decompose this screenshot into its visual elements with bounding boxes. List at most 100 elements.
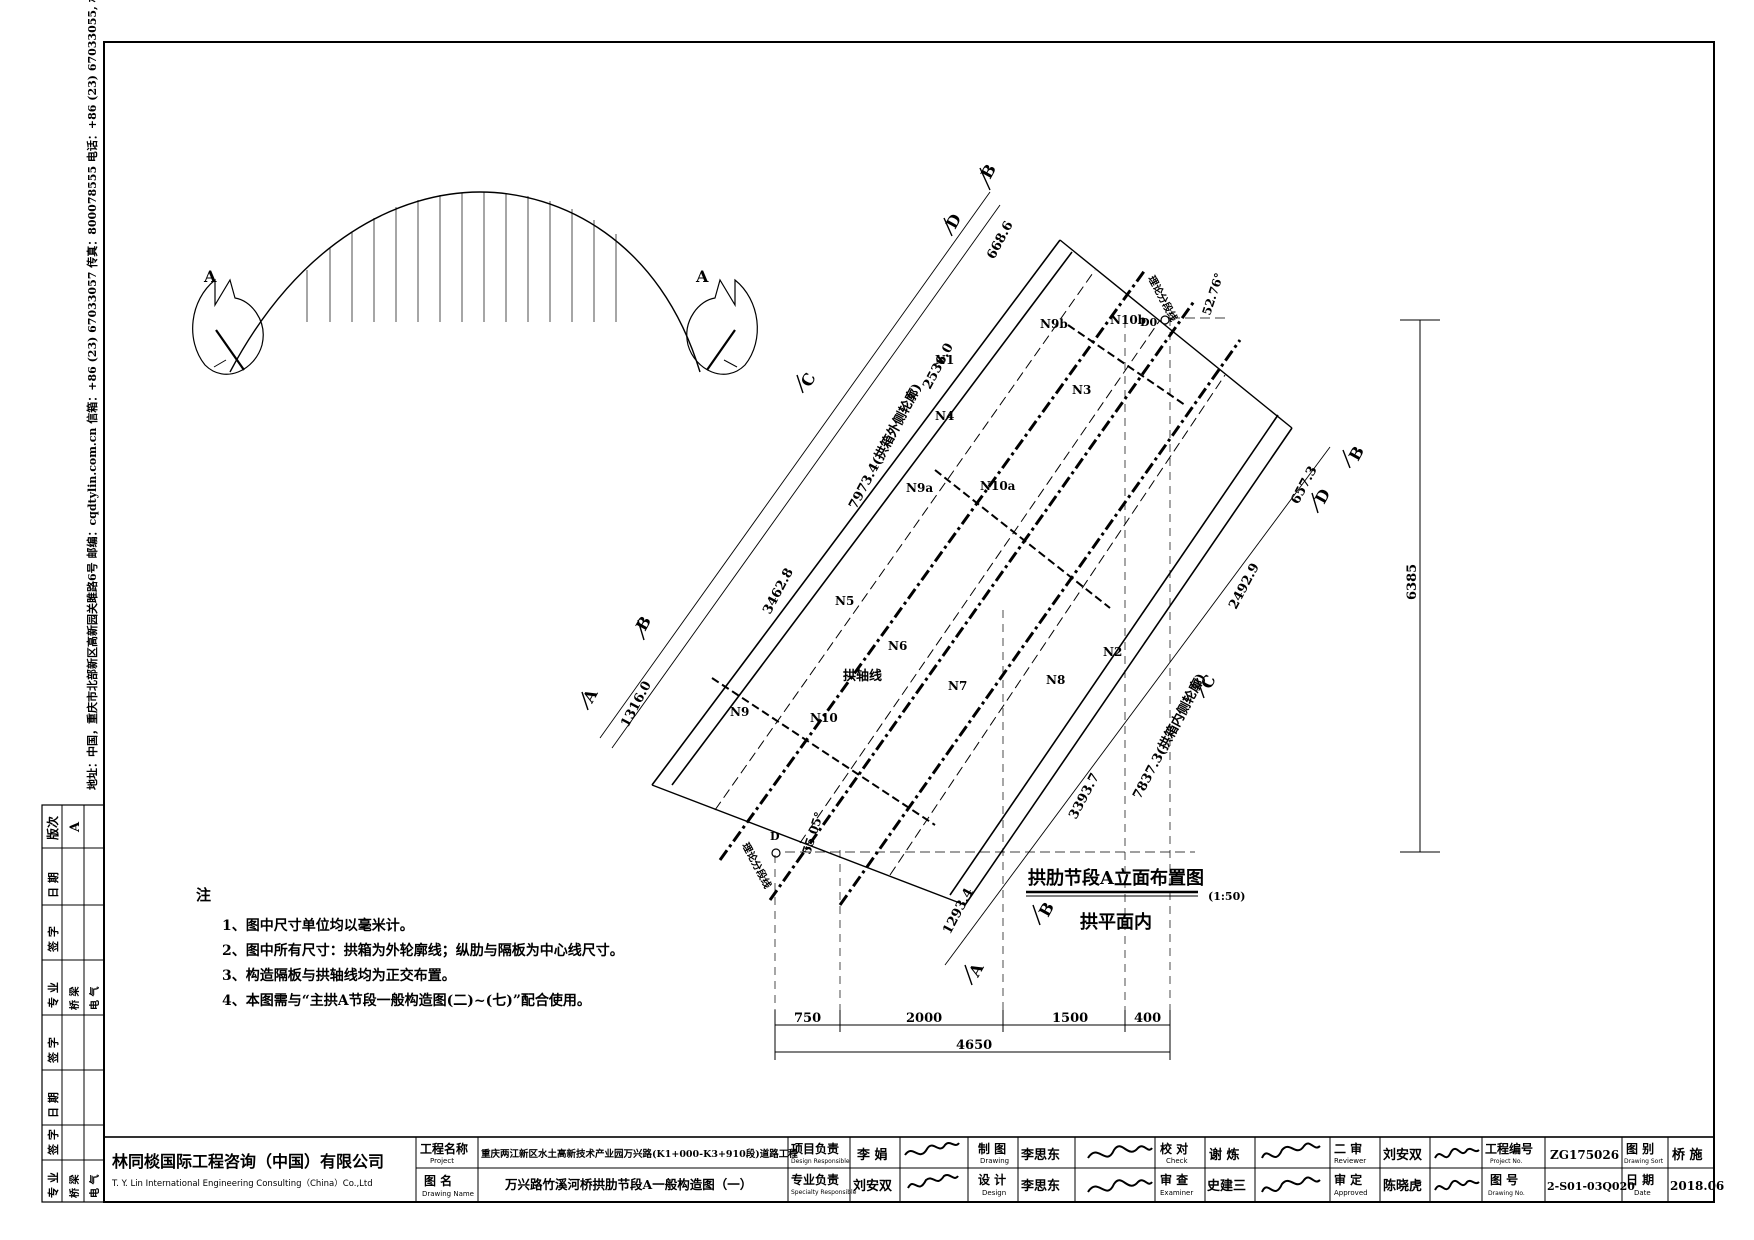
mark-d-top: D	[942, 210, 965, 231]
pm-label: 项目负责	[791, 1141, 839, 1156]
checker-name: 谢 炼	[1209, 1147, 1240, 1163]
drawing-subtitle: 拱平面内	[1080, 911, 1152, 933]
mark-d-right: D	[1311, 485, 1334, 506]
inner-arch-label: 7837.3(拱箱内侧轮廓)	[1129, 671, 1209, 802]
date-value: 2018.06	[1670, 1179, 1724, 1193]
height-label: 6385	[1405, 564, 1420, 600]
arch-curve	[229, 191, 701, 373]
label-n8: N8	[1046, 673, 1065, 687]
label-n7: N7	[948, 679, 967, 693]
review-label: 二 审	[1334, 1141, 1362, 1156]
notes-block: 注 1、图中尺寸单位均以毫米计。 2、图中所有尺寸：拱箱为外轮廓线；纵肋与隔板为…	[196, 886, 624, 1009]
dim-h-3: 1500	[1052, 1011, 1088, 1026]
company-name-cn: 林同棪国际工程咨询（中国）有限公司	[112, 1152, 384, 1171]
designer-name: 李思东	[1020, 1178, 1060, 1194]
project-name: 重庆两江新区水土高新技术产业园万兴路(K1+000-K3+910段)道路工程	[481, 1148, 798, 1160]
horizontal-dimension-chain	[774, 1010, 1171, 1060]
label-n2: N2	[1103, 645, 1122, 659]
key-label-left: A	[203, 267, 217, 286]
revision-row-5: 日 期	[46, 1092, 60, 1118]
approve-label-en: Approved	[1334, 1189, 1368, 1197]
label-n5: N5	[835, 594, 854, 608]
end-cut-top	[1059, 239, 1293, 429]
signatures	[904, 1142, 1480, 1193]
revision-block: 版次 A 日 期 签 字 专 业 签 字 日 期 签 字 专 业 桥 梁 电 气…	[41, 804, 105, 1203]
revision-discipline-3: 桥 梁	[68, 1174, 81, 1198]
drawing-no: 2-S01-03Q020	[1547, 1180, 1635, 1193]
right-callout-bubble	[686, 278, 758, 375]
revision-version-label: 版次	[45, 816, 60, 840]
segment-elevation	[651, 239, 1293, 1015]
specialty-name: 刘安双	[853, 1178, 892, 1194]
project-no: ZG175026	[1550, 1148, 1619, 1162]
signature-reviewer	[1434, 1147, 1480, 1159]
arch-key-diagram	[192, 191, 758, 375]
arch-axis-label: 拱轴线	[843, 668, 882, 684]
dim-h-1: 750	[794, 1011, 821, 1026]
project-label: 工程名称	[420, 1141, 468, 1156]
date-label-en: Date	[1634, 1189, 1651, 1197]
approve-label: 审 定	[1334, 1172, 1362, 1187]
sheet-border	[103, 41, 1715, 1203]
signature-pm	[904, 1142, 960, 1156]
draw-label: 制 图	[978, 1141, 1006, 1156]
dim-bottom-2: 2492.9	[1226, 561, 1263, 612]
label-n10b: N10b	[1110, 313, 1146, 327]
label-n9: N9	[730, 705, 749, 719]
mark-a-bottom: A	[964, 959, 987, 980]
mark-a-left: A	[578, 685, 601, 706]
arch-hangers	[306, 192, 617, 322]
note-item-4: 4、本图需与“主拱A节段一般构造图(二)~(七)”配合使用。	[222, 992, 591, 1009]
drawing-name-label: 图 名	[424, 1173, 452, 1188]
revision-row-6: 签 字	[46, 1129, 60, 1156]
revision-row-7: 专 业	[46, 1172, 60, 1198]
mark-b-left: B	[632, 613, 655, 634]
address-strip: 地址：中国，重庆市北部新区高新园关雎路6号 邮编：cqdtylin.com.cn…	[85, 0, 105, 1202]
sort-label: 图 别	[1626, 1142, 1654, 1156]
company-name-en: T. Y. Lin International Engineering Cons…	[111, 1178, 373, 1189]
project-label-en: Project	[430, 1157, 454, 1165]
examine-label-en: Examiner	[1160, 1189, 1193, 1197]
date-label: 日 期	[1626, 1172, 1654, 1187]
design-label-en: Design	[982, 1189, 1006, 1197]
address-text: 地址：中国，重庆市北部新区高新园关雎路6号 邮编：cqdtylin.com.cn…	[85, 0, 99, 790]
project-no-label: 工程编号	[1485, 1141, 1533, 1156]
specialty-label: 专业负责	[791, 1172, 839, 1187]
diaphragm-n9	[711, 677, 936, 826]
section-cut-marks	[581, 167, 1351, 986]
revision-discipline-2: 电 气	[88, 987, 101, 1010]
diaphragm-n9a	[934, 469, 1111, 609]
left-callout-bubble	[192, 278, 264, 375]
mark-b-top: B	[977, 161, 1000, 182]
note-item-3: 3、构造隔板与拱轴线均为正交布置。	[222, 967, 456, 984]
height-dimension	[1400, 319, 1440, 853]
revision-discipline-1: 桥 梁	[68, 986, 81, 1010]
revision-row-3: 专 业	[46, 982, 60, 1008]
bottom-dimension-line	[944, 446, 1331, 966]
label-d0: D0	[1140, 316, 1158, 329]
revision-row-1: 日 期	[46, 872, 60, 898]
pm-label-en: Design Responsible	[791, 1158, 850, 1165]
signature-examiner	[1261, 1176, 1321, 1193]
sort-value: 桥 施	[1672, 1147, 1703, 1163]
signature-drawer	[1087, 1145, 1153, 1159]
tangent-label-bottom: 理论分段线	[739, 840, 774, 890]
outer-contour-top	[651, 239, 1061, 786]
notes-heading: 注	[196, 886, 211, 904]
specialty-label-en: Specialty Responsible	[791, 1189, 857, 1196]
label-n1: N1	[935, 353, 954, 367]
revision-version: A	[68, 821, 83, 833]
dim-h-2: 2000	[906, 1011, 942, 1026]
label-n6: N6	[888, 639, 907, 653]
drawer-name: 李思东	[1020, 1147, 1060, 1163]
check-label-en: Check	[1166, 1157, 1188, 1165]
dim-h-total: 4650	[956, 1038, 992, 1053]
dim-h-4: 400	[1134, 1011, 1161, 1026]
examine-label: 审 查	[1160, 1172, 1189, 1187]
dim-top-1: 668.6	[984, 219, 1016, 262]
design-label: 设 计	[978, 1172, 1006, 1187]
review-label-en: Reviewer	[1334, 1157, 1366, 1165]
label-n9b: N9b	[1040, 317, 1068, 331]
label-n3: N3	[1072, 383, 1091, 397]
